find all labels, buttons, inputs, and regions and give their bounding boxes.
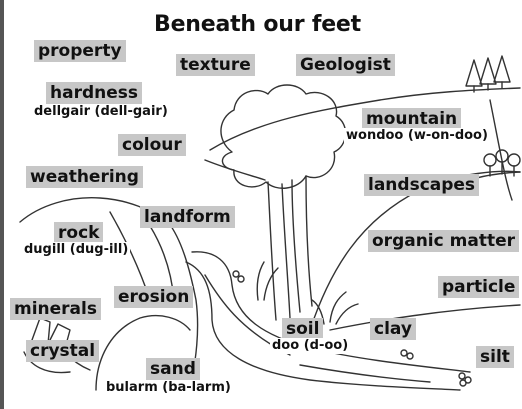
- pine-trees-drawing: [466, 56, 510, 92]
- river-flow-line-2: [300, 365, 430, 382]
- card-mountain: mountain: [362, 108, 461, 130]
- card-hardness: hardness: [46, 82, 142, 104]
- card-landform: landform: [140, 206, 235, 228]
- translation-sand: bularm (ba-larm): [104, 380, 233, 396]
- translation-soil: doo (d-oo): [270, 338, 350, 354]
- translation-mountain: wondoo (w-on-doo): [344, 128, 490, 144]
- card-weathering: weathering: [26, 166, 143, 188]
- translation-rock: dugill (dug-ill): [22, 242, 130, 258]
- card-rock: rock: [54, 222, 103, 244]
- card-particle: particle: [438, 276, 519, 298]
- card-geologist: Geologist: [296, 54, 395, 76]
- card-texture: texture: [176, 54, 255, 76]
- card-soil: soil: [282, 318, 323, 340]
- translation-hardness: dellgair (dell-gair): [32, 104, 170, 120]
- card-silt: silt: [476, 346, 514, 368]
- tree-trunks-drawing: [268, 176, 312, 320]
- card-crystal: crystal: [26, 340, 99, 362]
- flowers-drawing: [233, 271, 471, 386]
- card-property: property: [34, 40, 126, 62]
- card-clay: clay: [370, 318, 416, 340]
- card-organic-matter: organic matter: [368, 230, 519, 252]
- hill-base: [330, 305, 520, 330]
- card-colour: colour: [118, 134, 186, 156]
- card-minerals: minerals: [10, 298, 101, 320]
- card-landscapes: landscapes: [364, 174, 479, 196]
- card-erosion: erosion: [114, 286, 193, 308]
- card-sand: sand: [146, 358, 200, 380]
- poster-title: Beneath our feet: [154, 12, 361, 37]
